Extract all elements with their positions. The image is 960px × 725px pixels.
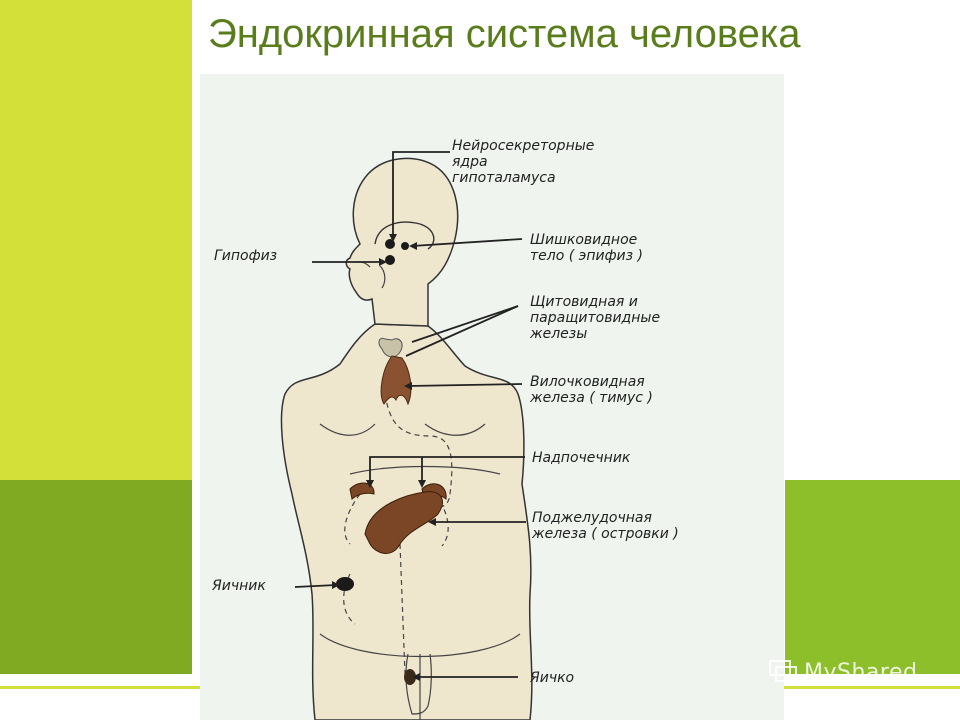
pituitary-gland: [385, 255, 395, 265]
label-thymus-line2: железа ( тимус ): [529, 390, 653, 406]
brain-outline: [374, 221, 435, 250]
label-neurosecretory-line2: ядра: [452, 154, 488, 170]
body-details: [319, 261, 521, 720]
arrow-pituitary: [379, 258, 387, 266]
arrow-pineal: [409, 242, 417, 250]
label-pineal-line1: Шишковидное: [530, 232, 637, 248]
presentation-icon: [769, 660, 797, 685]
label-thymus-line1: Вилочковидная: [530, 374, 645, 390]
label-pituitary: Гипофиз: [214, 248, 277, 264]
leader-thymus: [407, 383, 523, 387]
label-thyroid-line1: Щитовидная и: [530, 294, 638, 310]
label-testis: Яичко: [529, 670, 574, 686]
pancreas-gland: [364, 491, 443, 554]
vessel-abdomen: [399, 543, 406, 675]
label-thyroid-line2: паращитовидные: [530, 310, 660, 326]
ovary-gland: [336, 577, 354, 591]
leader-lines: [294, 151, 526, 678]
endocrine-diagram: Нейросекреторные ядра гипоталамуса Шишко…: [200, 74, 784, 721]
leader-neurosecretory: [392, 151, 450, 238]
leader-pineal: [411, 238, 523, 247]
label-neurosecretory-line3: гипоталамуса: [452, 170, 556, 186]
glands: [336, 239, 447, 685]
hypothalamus-gland: [385, 239, 395, 249]
label-ovary: Яичник: [211, 578, 266, 594]
label-thyroid-line3: железы: [529, 326, 587, 342]
arrow-testis: [412, 673, 420, 681]
label-adrenal: Надпочечник: [532, 450, 631, 466]
chest-right: [424, 423, 486, 436]
arrow-ovary: [332, 581, 340, 589]
label-pancreas-line2: железа ( островки ): [531, 526, 679, 542]
background-panel-left-bottom: [0, 480, 192, 674]
pineal-gland: [401, 242, 409, 250]
watermark: MyShared: [768, 658, 917, 686]
background-panel-left-top: [0, 0, 192, 480]
background-panel-right-bottom: [785, 480, 960, 674]
leader-ovary: [294, 584, 337, 588]
leader-thyroid-1: [411, 305, 519, 343]
arrow-pancreas: [428, 518, 436, 526]
label-pineal-line2: тело ( эпифиз ): [530, 248, 643, 264]
ear-line: [379, 265, 386, 289]
ribs-line: [349, 465, 501, 475]
watermark-text: MyShared: [804, 659, 918, 685]
groin-detail: [405, 653, 432, 715]
arrow-thymus: [404, 382, 412, 390]
leader-arrowheads: [332, 234, 436, 681]
testis-gland: [404, 669, 416, 685]
leader-adrenal-left: [369, 456, 525, 484]
vessel-ovary: [343, 573, 356, 625]
label-neurosecretory-line1: Нейросекреторные: [452, 138, 594, 154]
chest-left: [319, 423, 376, 436]
left-adrenal-gland: [349, 482, 375, 500]
slide-title: Эндокринная система человека: [208, 12, 801, 56]
arrow-adrenal-right: [418, 480, 426, 488]
label-pancreas-line1: Поджелудочная: [532, 510, 652, 526]
endocrine-diagram-svg: Нейросекреторные ядра гипоталамуса Шишко…: [200, 74, 784, 721]
arrow-neurosecretory: [389, 234, 397, 242]
leader-thyroid-2: [405, 305, 519, 357]
arrow-adrenal-left: [366, 480, 374, 488]
